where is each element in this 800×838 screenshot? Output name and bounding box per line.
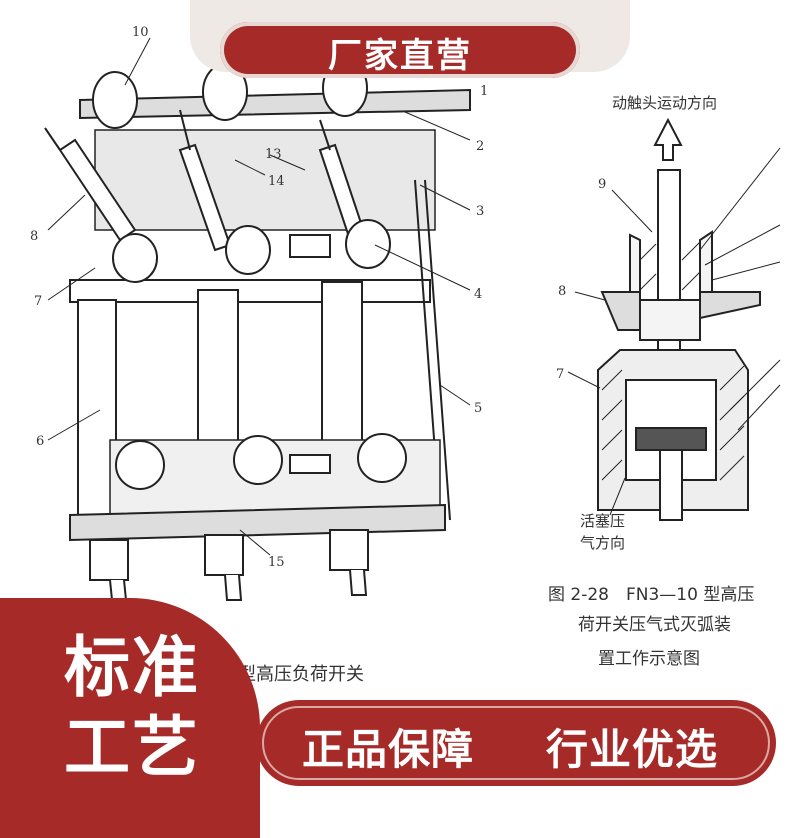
product-image: 10 1 2 13 14 3 8 7 4 6 5 15 型高压负荷开关 [0,0,781,838]
callout-label: 1 [480,84,488,99]
top-badge: 厂家直营 [220,22,580,78]
figure-caption: 图 2-28 FN3—10 型高压 [548,585,754,605]
callout-label: 14 [268,174,285,189]
figure-caption: 置工作示意图 [598,649,700,669]
piston-label: 气方向 [580,534,625,552]
left-caption: 型高压负荷开关 [238,664,364,685]
left-callouts: 10 1 2 13 14 3 8 7 4 6 5 15 [30,25,488,570]
figure-caption: 荷开关压气式灭弧装 [578,615,731,635]
corner-badge-text: 标准工艺 [64,629,200,786]
callout-label: 10 [132,25,149,40]
callout-label: 4 [474,287,482,302]
bottom-badge-border [262,706,770,780]
callout-label: 7 [34,294,42,309]
bottom-badge-text-1: 正品保障 [302,725,475,774]
callout-label: 15 [268,555,285,570]
callout-label: 13 [265,147,282,162]
callout-label: 5 [474,401,482,416]
callout-label: 2 [476,139,484,154]
load-switch-drawing [44,37,471,601]
top-badge-text: 厂家直营 [328,36,472,76]
callout-label: 8 [558,284,566,299]
direction-label: 动触头运动方向 [612,94,717,112]
callout-label: 9 [598,177,606,192]
callout-label: 8 [30,229,38,244]
corner-badge [0,598,260,838]
arc-chamber-drawing [567,117,781,521]
bottom-badge: 正品保障 行业优选 [256,700,776,786]
piston-label: 活塞压 [580,512,625,530]
callout-label: 6 [36,434,44,449]
right-labels: 动触头运动方向 9 8 7 活塞压 气方向 图 2-28 FN3—10 型高压 … [548,94,754,669]
callout-label: 7 [556,367,564,382]
bottom-badge-text-2: 行业优选 [546,725,719,774]
callout-label: 3 [476,204,484,219]
technical-illustration: 10 1 2 13 14 3 8 7 4 6 5 15 型高压负荷开关 [30,25,781,685]
